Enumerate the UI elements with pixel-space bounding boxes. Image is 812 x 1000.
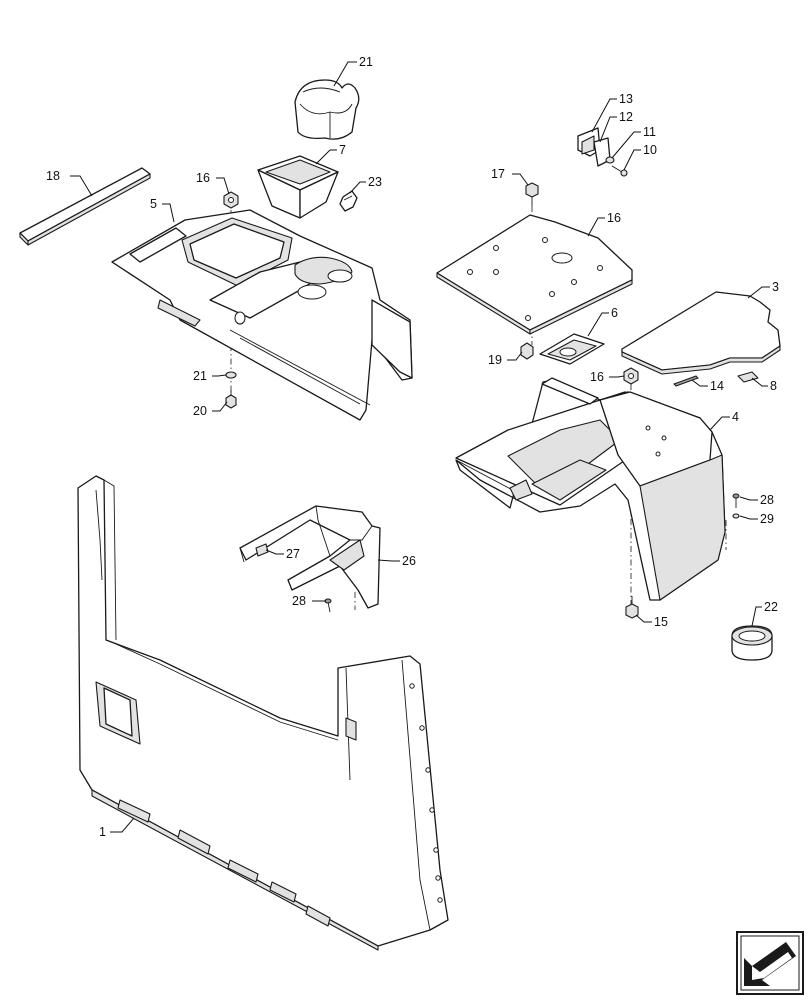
- callout-20: 18: [46, 169, 60, 183]
- part-8-pad: [737, 371, 759, 383]
- callout-1: 1: [99, 825, 106, 839]
- part-18-bolt: [525, 182, 539, 206]
- leader-lines: [70, 61, 770, 833]
- callout-23: 22: [764, 600, 778, 614]
- callout-4: 4: [732, 410, 739, 424]
- callout-8: 8: [770, 379, 777, 393]
- part-20-strip: [19, 167, 151, 246]
- part-21-screw: [225, 390, 237, 409]
- callout-29: 29: [760, 512, 774, 526]
- part-6-cup-bezel: [539, 333, 605, 365]
- callout-17: 16: [607, 211, 621, 225]
- callout-18: 17: [491, 167, 505, 181]
- part-17-mounting-plate: [436, 214, 633, 335]
- callout-19: 19: [488, 353, 502, 367]
- callout-28-right: 28: [760, 493, 774, 507]
- part-26-frame-bracket: [239, 505, 381, 609]
- part-1-side-panel: [77, 475, 449, 951]
- callout-5: 5: [150, 197, 157, 211]
- part-24-cup-sleeve: [294, 79, 360, 140]
- callout-28-lower: 28: [292, 594, 306, 608]
- part-22-washer: [225, 371, 237, 379]
- callout-26: 26: [402, 554, 416, 568]
- callout-25: 23: [368, 175, 382, 189]
- part-3-cover-pad: [621, 291, 781, 375]
- callout-12: 12: [619, 110, 633, 124]
- callout-27: 27: [286, 547, 300, 561]
- callout-22: 21: [193, 369, 207, 383]
- part-16-nut-lower: [623, 367, 639, 385]
- part-11-washer: [605, 156, 615, 164]
- part-14-strip: [673, 375, 699, 387]
- callout-13: 13: [619, 92, 633, 106]
- part-27-clip: [255, 543, 269, 557]
- callout-16-lower: 16: [590, 370, 604, 384]
- callout-labels: 21 18 16 7 23 5 13 12 11 10 17 16 6 3 19…: [46, 55, 779, 839]
- part-15-bolt: [625, 596, 639, 619]
- callout-11: 11: [643, 125, 656, 139]
- part-19-nut: [520, 342, 534, 360]
- part-29-clip-right: [732, 513, 740, 519]
- part-28-screw-right: [732, 493, 740, 508]
- part-16-nut-upper: [223, 191, 239, 209]
- part-5-console-tray: [111, 209, 413, 421]
- part-13-latch-bracket: [577, 127, 601, 157]
- part-23-cap: [731, 625, 773, 661]
- callout-3: 3: [772, 280, 779, 294]
- callout-21: 20: [193, 404, 207, 418]
- callout-16-upper: 16: [196, 171, 210, 185]
- callout-14: 14: [710, 379, 724, 393]
- callout-7: 7: [339, 143, 346, 157]
- callout-24: 21: [359, 55, 373, 69]
- back-arrow-icon[interactable]: [736, 931, 804, 995]
- callout-6: 6: [611, 306, 618, 320]
- callout-15: 15: [654, 615, 668, 629]
- part-7-storage-bin: [257, 155, 339, 219]
- callout-10: 10: [643, 143, 657, 157]
- part-25-clip: [339, 190, 358, 212]
- part-4-lower-console: [455, 377, 726, 601]
